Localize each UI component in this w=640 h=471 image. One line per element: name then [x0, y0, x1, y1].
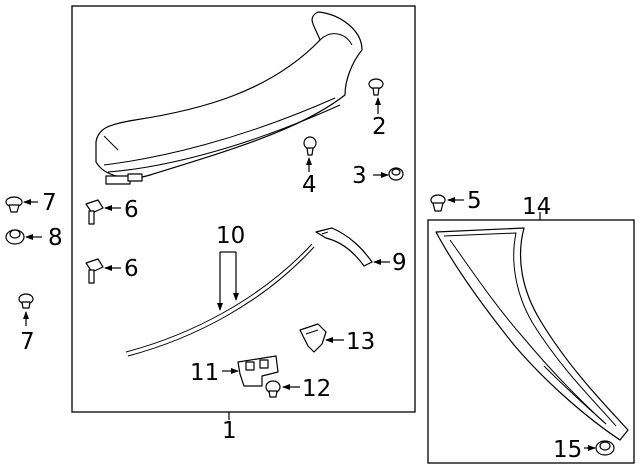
callout-2: 2 — [372, 114, 387, 140]
callout-11: 11 — [190, 360, 219, 386]
bracket-9 — [315, 227, 373, 267]
stud-6-lower — [85, 258, 104, 284]
grommet-15 — [595, 440, 615, 456]
clip-5 — [430, 194, 446, 212]
callout-3: 3 — [352, 163, 367, 189]
clip-7-upper — [5, 196, 23, 213]
weatherstrip-10 — [125, 243, 315, 357]
callout-6-upper: 6 — [124, 197, 139, 223]
callout-7-lower: 7 — [20, 329, 35, 355]
garnish-14 — [435, 227, 629, 441]
callout-10: 10 — [216, 223, 245, 249]
callout-14: 14 — [522, 194, 551, 220]
clip-2 — [368, 78, 384, 96]
spoiler-group-frame — [71, 5, 416, 413]
bracket-13 — [299, 323, 327, 353]
callout-6-lower: 6 — [124, 256, 139, 282]
nut-12 — [265, 380, 281, 398]
garnish-group-frame — [427, 219, 635, 464]
rear-spoiler — [95, 11, 363, 185]
grommet-8 — [5, 229, 25, 245]
callout-1: 1 — [222, 418, 237, 444]
callout-9: 9 — [392, 250, 407, 276]
callout-7-upper: 7 — [42, 190, 57, 216]
callout-5: 5 — [467, 188, 482, 214]
nut-3 — [388, 167, 404, 181]
stud-6-upper — [85, 199, 104, 225]
bracket-11 — [237, 355, 279, 387]
callout-4: 4 — [302, 172, 317, 198]
callout-15: 15 — [553, 437, 582, 463]
callout-13: 13 — [346, 329, 375, 355]
callout-8: 8 — [48, 225, 63, 251]
clip-7-lower — [18, 293, 34, 309]
callout-12: 12 — [302, 376, 331, 402]
clip-4 — [303, 136, 317, 156]
